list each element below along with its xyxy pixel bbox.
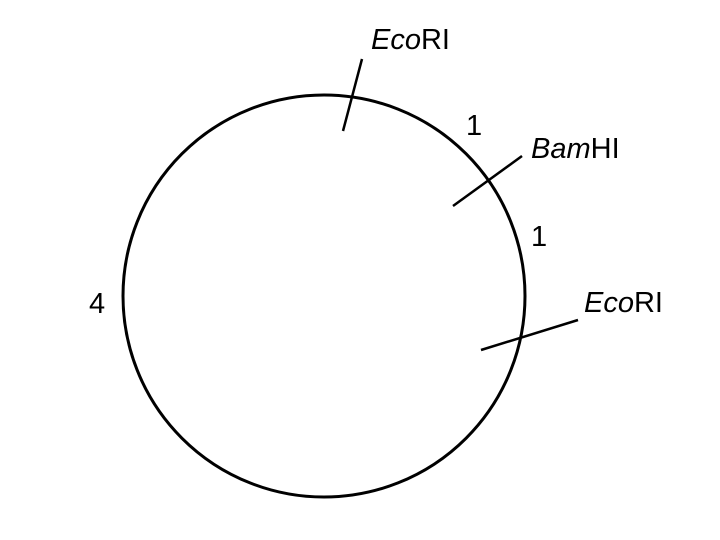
bamhi-plain-part: HI xyxy=(591,133,620,165)
ecori-top-italic-part: Eco xyxy=(371,24,421,56)
bamhi-italic-part: Bam xyxy=(531,133,591,165)
ecori-top-plain-part: RI xyxy=(421,24,450,56)
ecori-site-top-marker xyxy=(341,58,364,132)
ecori-right-italic-part: Eco xyxy=(584,287,634,319)
plasmid-circle xyxy=(121,93,527,499)
fragment-size-ecori-ecori: 4 xyxy=(89,288,105,320)
ecori-site-right-marker xyxy=(480,318,579,352)
fragment-size-bamhi-ecori: 1 xyxy=(531,221,547,253)
bamhi-site-label: BamHI xyxy=(531,133,620,165)
bamhi-site-marker xyxy=(452,154,523,208)
fragment-size-ecori-bamhi: 1 xyxy=(466,110,482,142)
ecori-right-plain-part: RI xyxy=(634,287,663,319)
ecori-site-right-label: EcoRI xyxy=(584,287,663,319)
ecori-site-top-label: EcoRI xyxy=(371,24,450,56)
